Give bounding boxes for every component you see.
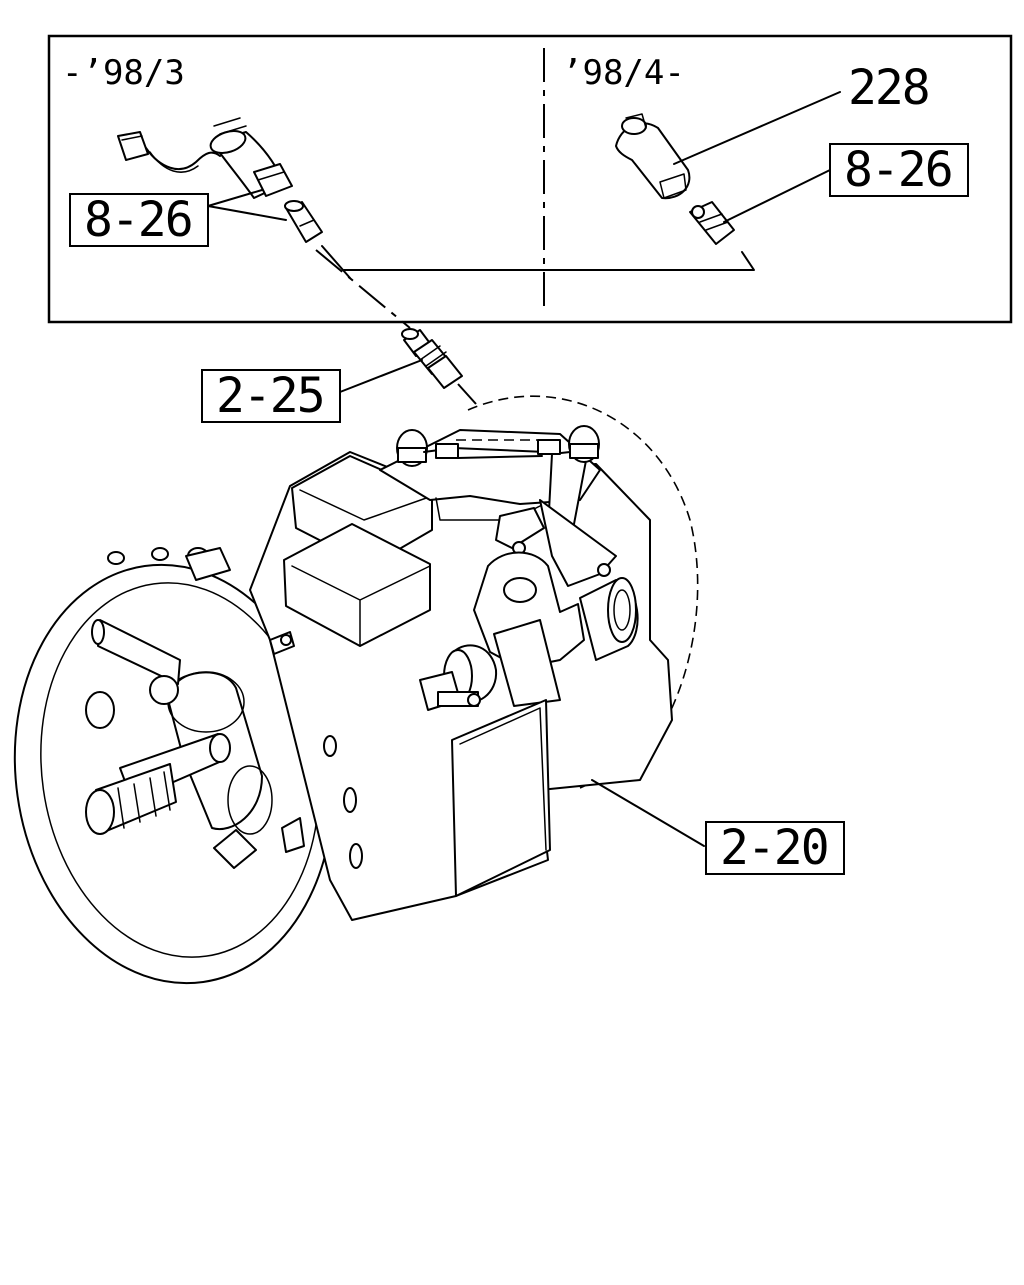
callout-8-26-right[interactable]: 8-26 <box>723 142 969 223</box>
inset-frame <box>47 34 1013 324</box>
callout-2-25-text: 2-25 <box>216 368 324 424</box>
ball-joint-left <box>396 429 428 467</box>
inset-leader <box>343 251 755 271</box>
callout-228[interactable]: 228 <box>673 60 931 165</box>
callout-2-25[interactable]: 2-25 <box>201 359 423 424</box>
speed-sensor-new-type[interactable] <box>615 113 691 200</box>
pto-cover <box>451 699 551 897</box>
install-centerline-lower <box>457 383 477 405</box>
callout-228-text: 228 <box>848 60 929 116</box>
callout-2-20-text: 2-20 <box>720 820 828 876</box>
bell-flange-bolts <box>107 547 363 869</box>
transmission-assembly[interactable] <box>0 395 699 1004</box>
callout-8-26-left[interactable]: 8-26 <box>69 189 287 248</box>
input-shaft <box>85 619 231 835</box>
install-centerline-upper <box>315 249 411 329</box>
speed-sensor-main[interactable] <box>401 328 463 389</box>
callout-8-26-left-text: 8-26 <box>84 192 192 248</box>
ball-joint-right <box>568 425 600 463</box>
speed-sensor-tip <box>284 200 323 243</box>
shift-cylinder <box>419 551 639 711</box>
period-label-right: ’98/4- <box>562 53 685 93</box>
period-label-left: -’98/3 <box>62 53 185 93</box>
sensor-connector-new <box>689 201 735 245</box>
callout-8-26-right-text: 8-26 <box>844 142 952 198</box>
callout-2-20[interactable]: 2-20 <box>591 779 845 876</box>
speed-sensor-old-type[interactable] <box>117 117 293 199</box>
